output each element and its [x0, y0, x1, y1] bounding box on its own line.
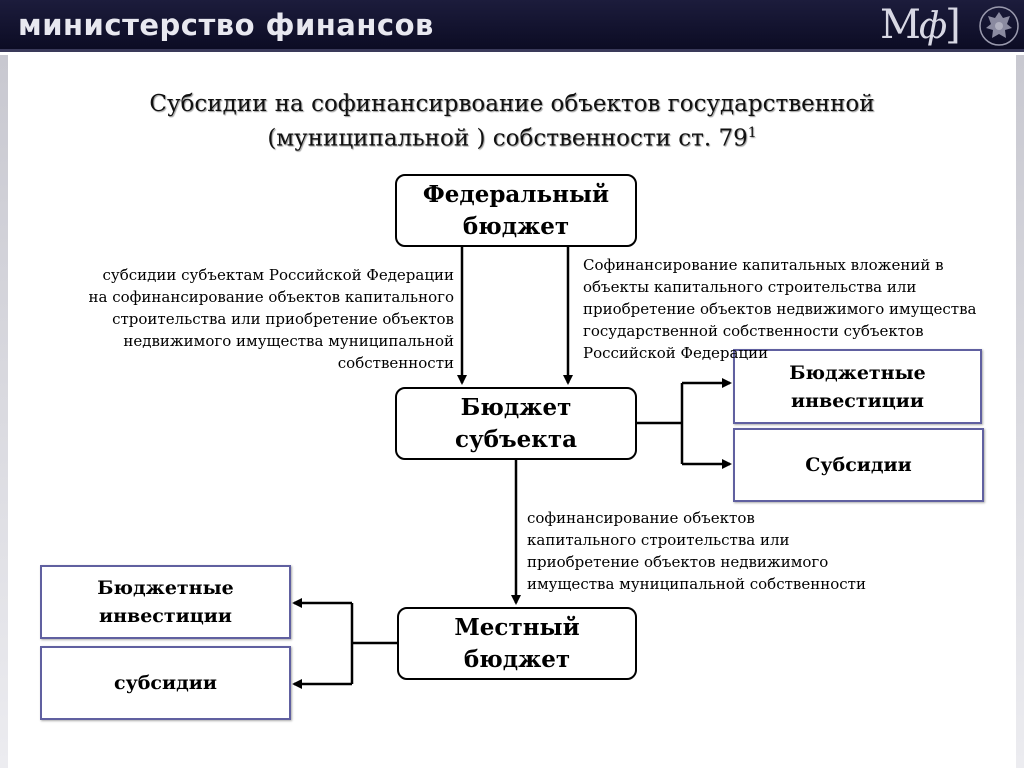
double-headed-eagle-emblem-icon — [979, 6, 1019, 46]
ministry-logo: Мф] — [880, 2, 961, 48]
slide-header: министерство финансов Мф] — [0, 0, 1024, 52]
subject-investments-box: Бюджетные инвестиции — [733, 349, 982, 424]
subject-subsidies-box: Субсидии — [733, 428, 984, 502]
right-border — [1016, 55, 1024, 768]
slide-title-line2: (муниципальной ) собственности ст. 79 — [267, 125, 748, 152]
slide-title-footnote: 1 — [747, 125, 757, 141]
subject-investments-label: Бюджетные инвестиции — [789, 361, 926, 412]
subject-subsidies-label: Субсидии — [805, 454, 912, 476]
slide-title-line2-wrap: (муниципальной ) собственности ст. 791 — [80, 119, 944, 154]
logo-letter-f: ф — [918, 6, 947, 47]
logo-letter-end: ] — [945, 2, 961, 48]
local-budget-label: Местный бюджет — [454, 613, 580, 673]
note-federal-to-state: Софинансирование капитальных вложений в … — [583, 256, 977, 362]
local-subsidies-box: субсидии — [40, 646, 291, 720]
local-investments-box: Бюджетные инвестиции — [40, 565, 291, 639]
federal-budget-box: Федеральный бюджет — [395, 174, 637, 247]
left-border — [0, 55, 8, 768]
local-subsidies-label: субсидии — [114, 672, 217, 694]
subject-budget-box: Бюджет субъекта — [395, 387, 637, 460]
subject-budget-label: Бюджет субъекта — [454, 393, 578, 453]
local-budget-box: Местный бюджет — [397, 607, 637, 680]
slide-title: Субсидии на софинансирвоание объектов го… — [80, 90, 944, 154]
local-investments-label: Бюджетные инвестиции — [97, 577, 234, 627]
logo-letter-m: М — [880, 2, 921, 48]
note-federal-to-municipal: субсидии субъектам Российской Федерации … — [88, 266, 454, 372]
ministry-title: министерство финансов — [18, 8, 434, 42]
federal-budget-label: Федеральный бюджет — [422, 180, 610, 240]
slide-title-line1: Субсидии на софинансирвоание объектов го… — [149, 91, 875, 117]
note-subject-to-local: софинансирование объектов капитального с… — [527, 509, 866, 593]
